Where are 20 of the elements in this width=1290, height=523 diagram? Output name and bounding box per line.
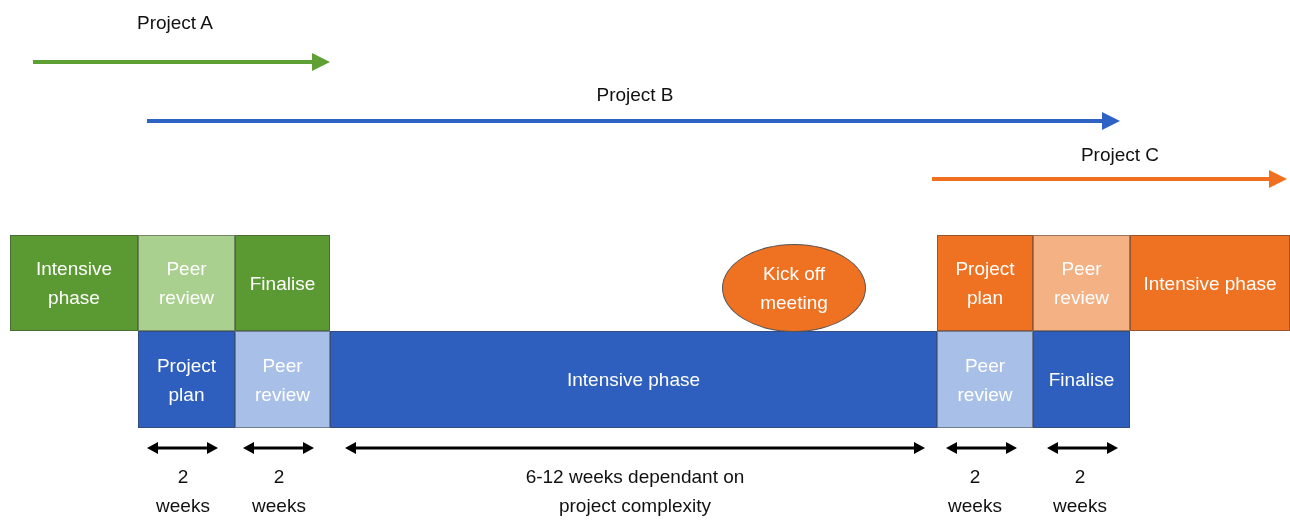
project-label: Project C bbox=[1079, 143, 1161, 167]
phase-box: Intensive phase bbox=[330, 331, 937, 428]
duration-label: 2 weeks bbox=[155, 465, 211, 518]
phase-box: Project plan bbox=[937, 235, 1033, 331]
duration-label: 2 weeks bbox=[947, 465, 1003, 518]
duration-label: 2 weeks bbox=[251, 465, 307, 518]
phase-box: Peer review bbox=[1033, 235, 1130, 331]
project-label: Project A bbox=[135, 11, 214, 35]
duration-label: 6-12 weeks dependant on project complexity bbox=[524, 465, 746, 518]
phase-box: Intensive phase bbox=[1130, 235, 1290, 331]
phase-box: Intensive phase bbox=[10, 235, 138, 331]
phase-box: Peer review bbox=[235, 331, 330, 428]
meeting-ellipse: Kick off meeting bbox=[722, 244, 866, 332]
phase-box: Peer review bbox=[937, 331, 1033, 428]
duration-label: 2 weeks bbox=[1052, 465, 1108, 518]
project-label: Project B bbox=[595, 83, 675, 107]
phase-box: Finalise bbox=[235, 235, 330, 331]
phase-box: Project plan bbox=[138, 331, 235, 428]
phase-box: Peer review bbox=[138, 235, 235, 331]
phase-box: Finalise bbox=[1033, 331, 1130, 428]
